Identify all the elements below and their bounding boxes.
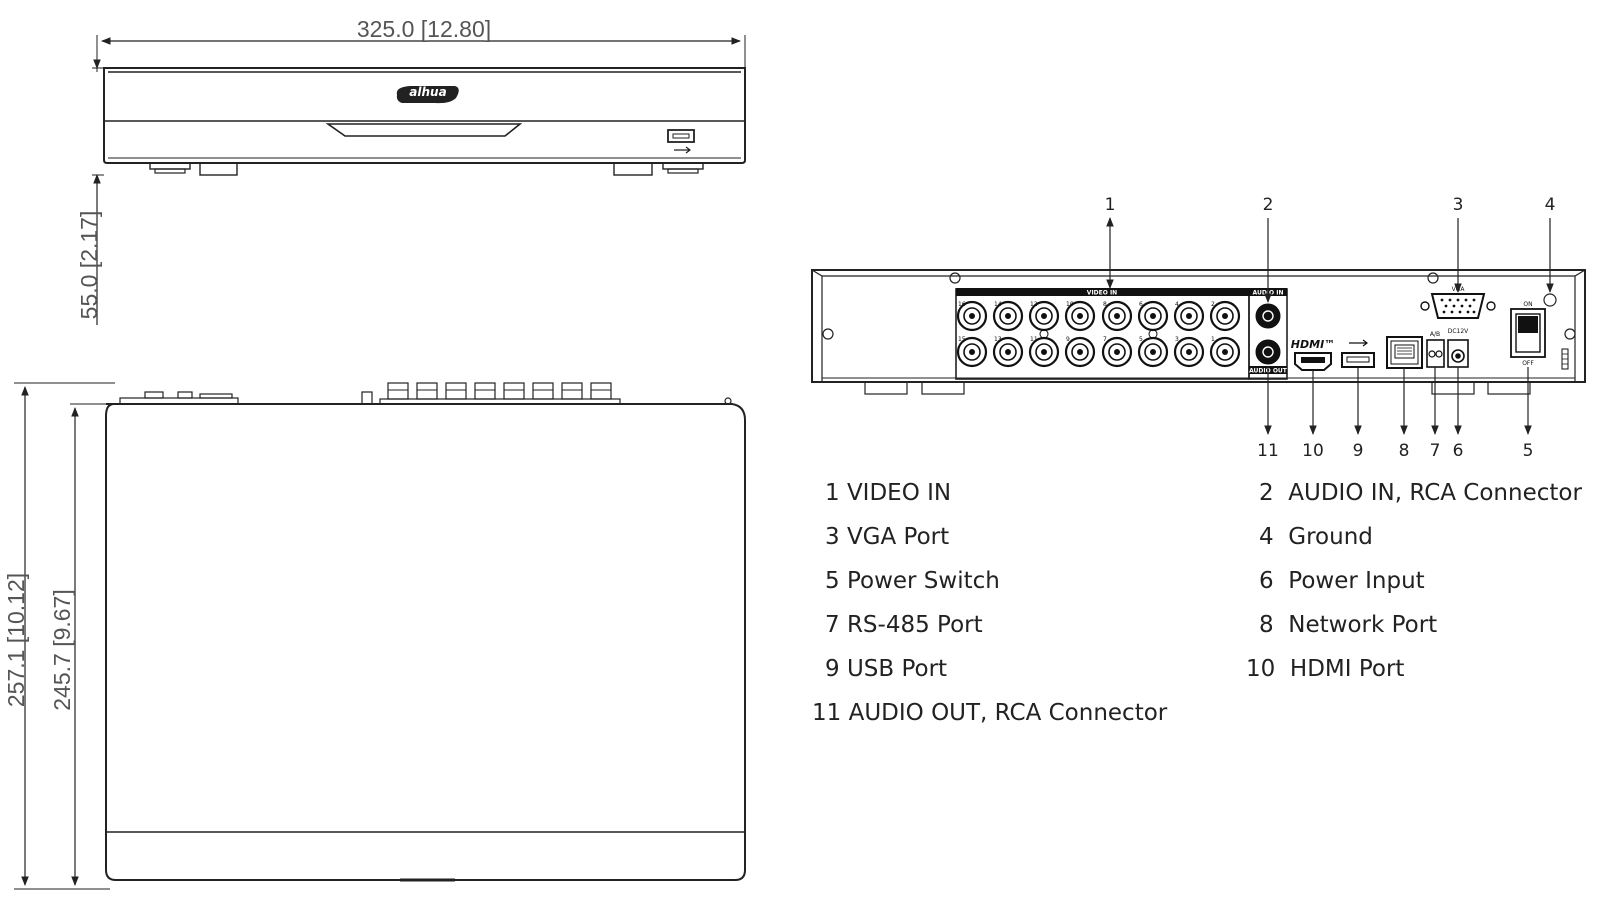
callout-top-numbers: 1 2 3 4 [1105, 195, 1556, 215]
bnc-num: 14 [994, 301, 1002, 308]
legend-item: 9 USB Port [825, 656, 947, 682]
network-port [1386, 336, 1423, 369]
ab-label: A/B [1430, 331, 1440, 338]
callout-number: 9 [1353, 441, 1364, 461]
legend-item: 8 Network Port [1259, 612, 1437, 638]
bnc-num: 5 [1139, 336, 1143, 343]
legend-text: VIDEO IN [846, 480, 952, 506]
on-label: ON [1523, 301, 1532, 308]
video-in-label: VIDEO IN [1087, 290, 1117, 297]
legend-number: 1 [825, 480, 840, 506]
legend-text: VGA Port [846, 524, 950, 550]
dc-label: DC12V [1448, 328, 1469, 335]
legend-number: 6 [1259, 568, 1274, 594]
power-switch [1510, 308, 1546, 358]
bnc-num: 12 [1030, 301, 1038, 308]
width-dimension-label: 325.0 [12.80] [357, 16, 491, 42]
legend-text: Power Switch [846, 568, 1000, 594]
legend-number: 4 [1259, 524, 1274, 550]
callout-lines [1106, 217, 1554, 435]
callout-number: 7 [1430, 441, 1441, 461]
legend-number: 11 [812, 700, 842, 726]
legend-item: 6 Power Input [1259, 568, 1425, 594]
legend-item: 4 Ground [1259, 524, 1373, 550]
vga-port [1430, 293, 1486, 319]
legend-text: RS-485 Port [846, 612, 983, 638]
bnc-top-numbers: 16 14 12 10 8 6 4 2 [958, 301, 1215, 308]
bnc-num: 3 [1175, 336, 1179, 343]
top-bnc-row [387, 382, 612, 400]
legend-number: 3 [825, 524, 840, 550]
callout-number: 2 [1263, 195, 1274, 215]
legend-item: 7 RS-485 Port [825, 612, 983, 638]
legend-number: 8 [1259, 612, 1274, 638]
height-dimension-label: 55.0 [2.17] [76, 211, 102, 320]
front-logo: alhua [409, 85, 447, 99]
bnc-num: 16 [958, 301, 966, 308]
bnc-num: 10 [1066, 301, 1074, 308]
hdmi-logo-label: HDMI™ [1291, 338, 1335, 351]
callout-number: 8 [1399, 441, 1410, 461]
legend-item: 1 VIDEO IN [825, 480, 951, 506]
bnc-num: 7 [1103, 336, 1107, 343]
legend-item: 2 AUDIO IN, RCA Connector [1259, 480, 1582, 506]
bnc-bottom-numbers: 15 13 11 9 7 5 3 1 [958, 336, 1215, 343]
callout-number: 5 [1523, 441, 1534, 461]
legend-item: 11 AUDIO OUT, RCA Connector [812, 700, 1167, 726]
legend-number: 7 [825, 612, 840, 638]
legend-text: Ground [1288, 524, 1373, 550]
bnc-num: 4 [1175, 301, 1179, 308]
legend-item: 5 Power Switch [825, 568, 1000, 594]
legend-text: AUDIO OUT, RCA Connector [848, 700, 1168, 726]
callout-number: 6 [1453, 441, 1464, 461]
bnc-num: 15 [958, 336, 966, 343]
depth-inner-label: 245.7 [9.67] [49, 589, 75, 711]
off-label: OFF [1522, 360, 1534, 367]
callout-bottom-numbers: 11 10 9 8 7 6 5 [1257, 441, 1533, 461]
bnc-num: 2 [1211, 301, 1215, 308]
legend-number: 5 [825, 568, 840, 594]
legend-text: Power Input [1288, 568, 1425, 594]
legend-item: 3 VGA Port [825, 524, 949, 550]
callout-number: 11 [1257, 441, 1279, 461]
legend-item: 10 HDMI Port [1246, 656, 1404, 682]
depth-outer-label: 257.1 [10.12] [3, 573, 29, 707]
legend-number: 2 [1259, 480, 1274, 506]
legend-text: Network Port [1288, 612, 1438, 638]
bnc-num: 8 [1103, 301, 1107, 308]
bnc-num: 1 [1211, 336, 1215, 343]
legend-text: USB Port [846, 656, 948, 682]
legend-number: 10 [1246, 656, 1276, 682]
bnc-num: 6 [1139, 301, 1143, 308]
bnc-connectors [956, 300, 1281, 368]
bnc-num: 9 [1066, 336, 1070, 343]
top-view [14, 382, 746, 890]
legend-text: HDMI Port [1289, 656, 1405, 682]
callout-number: 10 [1302, 441, 1324, 461]
legend-number: 9 [825, 656, 840, 682]
hdmi-port [1294, 352, 1332, 371]
callout-number: 4 [1545, 195, 1556, 215]
bnc-num: 11 [1030, 336, 1038, 343]
callout-number: 3 [1453, 195, 1464, 215]
bnc-num: 13 [994, 336, 1002, 343]
legend-text: AUDIO IN, RCA Connector [1288, 480, 1582, 506]
front-view [92, 35, 746, 325]
callout-number: 1 [1105, 195, 1116, 215]
